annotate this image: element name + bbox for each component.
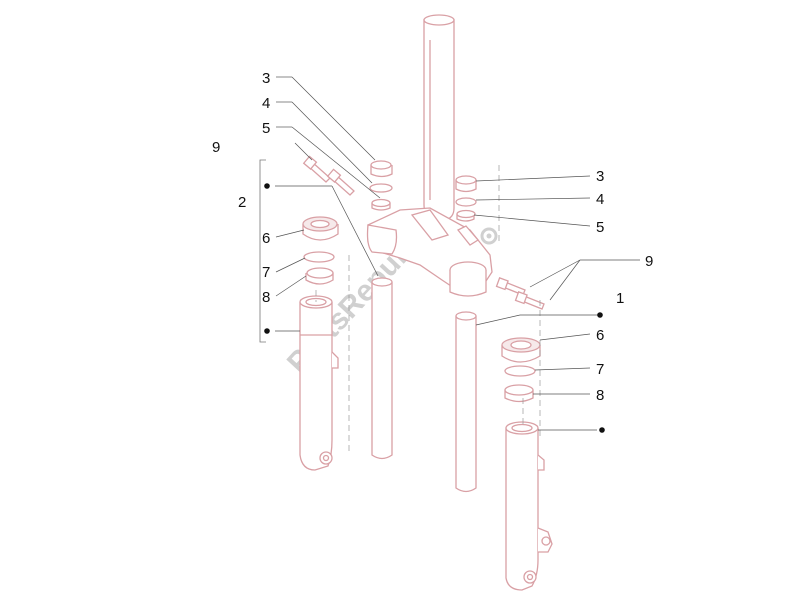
leader-lines-left	[275, 76, 381, 332]
left-upper-rings	[369, 160, 393, 211]
dot-markers	[264, 183, 605, 433]
bracket-2	[259, 159, 266, 343]
callout-5-left: 5	[262, 120, 270, 137]
callout-7-left: 7	[262, 264, 270, 281]
right-upper-rings	[455, 175, 477, 222]
marker-dot	[264, 328, 270, 334]
steering-column	[423, 14, 455, 221]
right-fork-leg	[505, 421, 553, 591]
right-seals	[501, 337, 541, 403]
marker-dot	[597, 312, 603, 318]
right-screws	[495, 277, 545, 310]
leader-lines-right	[473, 175, 640, 431]
callout-5-right: 5	[596, 219, 604, 236]
callout-6-right: 6	[596, 327, 604, 344]
callout-9-right: 9	[645, 253, 653, 270]
callout-4-left: 4	[262, 95, 270, 112]
marker-dot	[599, 427, 605, 433]
left-inner-tube	[371, 277, 393, 460]
callout-4-right: 4	[596, 191, 604, 208]
callout-2: 2	[238, 194, 246, 211]
callout-8-left: 8	[262, 289, 270, 306]
callout-3-right: 3	[596, 168, 604, 185]
marker-dot	[264, 183, 270, 189]
callout-9-left: 9	[212, 139, 220, 156]
callout-6-left: 6	[262, 230, 270, 247]
left-seals	[302, 216, 339, 285]
right-inner-tube	[455, 311, 477, 493]
callout-7-right: 7	[596, 361, 604, 378]
left-fork-leg	[299, 295, 339, 471]
callout-3-left: 3	[262, 70, 270, 87]
left-screws	[302, 155, 355, 196]
callout-1: 1	[616, 290, 624, 307]
steering-yoke	[366, 207, 493, 297]
callout-8-right: 8	[596, 387, 604, 404]
watermark-gear-icon	[480, 227, 498, 245]
